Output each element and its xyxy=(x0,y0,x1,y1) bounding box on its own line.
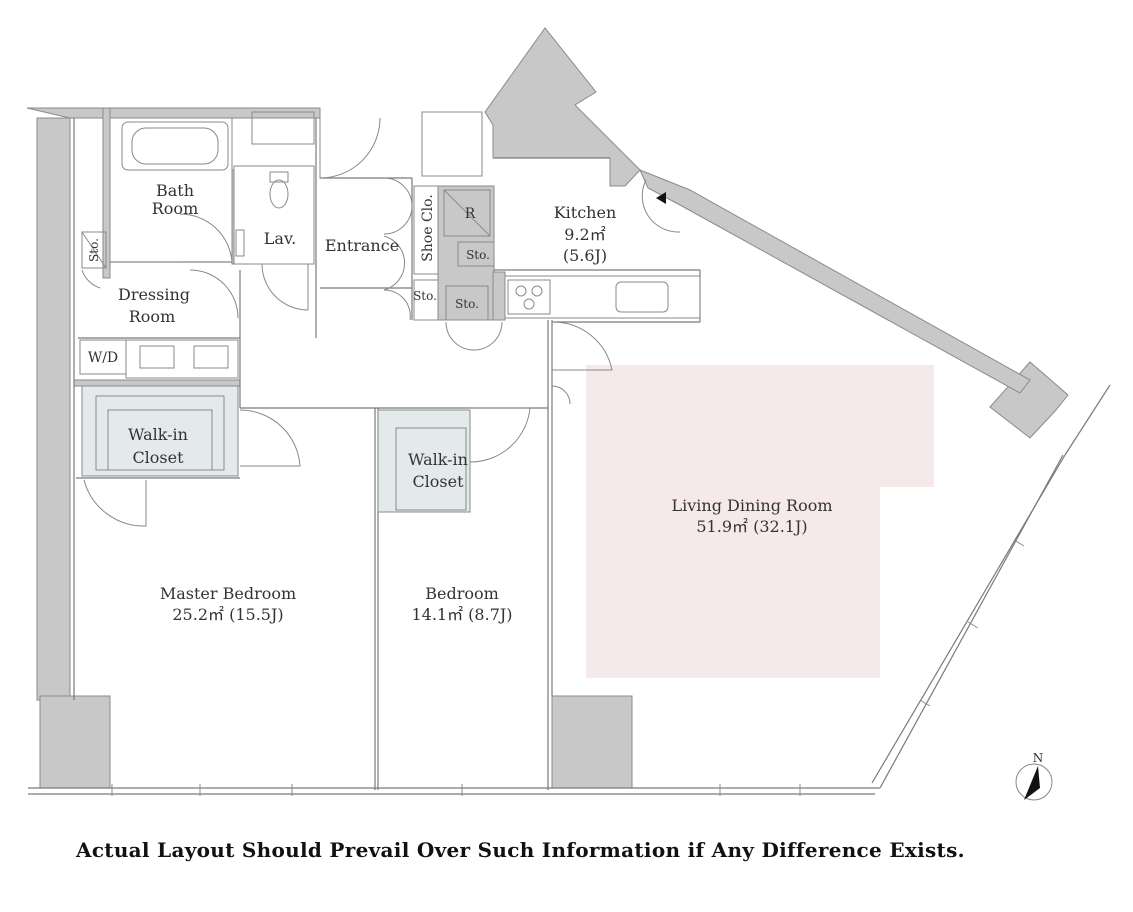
walk-in-closet-2-label-2: Closet xyxy=(412,472,464,491)
refrigerator-label: R xyxy=(465,206,476,222)
upper-storage-box xyxy=(251,111,315,145)
refrigerator-box xyxy=(443,189,491,237)
bedroom-area: 14.1㎡ (8.7J) xyxy=(411,605,512,624)
bath-room-outline xyxy=(109,117,233,263)
bathtub xyxy=(121,121,229,171)
compass-icon: N xyxy=(1015,751,1053,801)
shoe-closet-box xyxy=(413,185,439,275)
sto-box-2 xyxy=(457,241,495,267)
sto-box-1 xyxy=(81,231,107,269)
vanity-sink-1 xyxy=(139,345,175,369)
dressing-room-label-2: Room xyxy=(129,307,175,326)
master-bedroom-area: 25.2㎡ (15.5J) xyxy=(172,605,283,624)
toilet xyxy=(269,171,289,209)
window-ticks xyxy=(111,539,1025,796)
shoe-closet-label: Shoe Clo. xyxy=(420,194,436,262)
washer-dryer-label: W/D xyxy=(88,350,118,366)
lav-sink xyxy=(235,229,245,257)
living-dining-area: 51.9㎡ (32.1J) xyxy=(696,517,807,536)
bedroom-name: Bedroom xyxy=(425,584,499,603)
doors xyxy=(81,117,681,527)
sto-label-1: Sto. xyxy=(87,238,101,262)
sto-label-3: Sto. xyxy=(455,297,479,311)
master-bedroom-name: Master Bedroom xyxy=(160,584,296,603)
sto-label-2: Sto. xyxy=(466,248,490,262)
kitchen-name: Kitchen xyxy=(554,203,617,222)
walk-in-closet-1-label-2: Closet xyxy=(132,448,184,467)
bath-room-label-1: Bath xyxy=(156,181,194,200)
kitchen-jo: (5.6J) xyxy=(563,246,607,265)
lav-label: Lav. xyxy=(264,229,296,248)
kitchen-counter xyxy=(504,275,701,319)
disclaimer-text: Actual Layout Should Prevail Over Such I… xyxy=(76,838,965,862)
compass-label: N xyxy=(1033,751,1044,765)
vanity-sink-2 xyxy=(193,345,229,369)
sto-label-4: Sto. xyxy=(413,289,437,303)
room-labels: Bath Room Lav. Entrance Shoe Clo. R Kitc… xyxy=(87,181,833,624)
living-dining-highlight xyxy=(586,365,934,678)
dressing-room-label-1: Dressing xyxy=(118,285,190,304)
sto-box-3 xyxy=(445,285,489,321)
entrance-label: Entrance xyxy=(325,236,399,255)
sto-box-4 xyxy=(413,279,439,321)
walk-in-closet-1-label-1: Walk-in xyxy=(128,425,188,444)
lav-outline xyxy=(233,165,315,265)
walls xyxy=(26,27,1069,789)
vanity-counter xyxy=(125,339,239,379)
bath-room-label-2: Room xyxy=(152,199,198,218)
walk-in-closet-1-shape xyxy=(81,385,239,477)
upper-box-right xyxy=(421,111,483,177)
kitchen-area: 9.2㎡ xyxy=(564,225,605,244)
walk-in-closet-2-label-1: Walk-in xyxy=(408,450,468,469)
entry-arrow-icon xyxy=(656,192,666,204)
living-dining-name: Living Dining Room xyxy=(671,496,832,515)
walk-in-closet-2-shape xyxy=(377,409,471,513)
